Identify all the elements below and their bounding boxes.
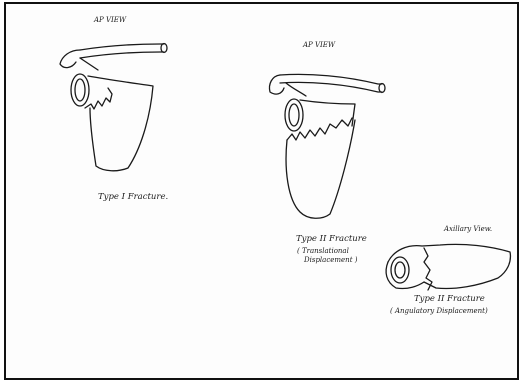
figure3-caption-line2: ( Angulatory Displacement) (390, 308, 488, 315)
figure1-scapula-drawing (60, 44, 167, 171)
figure1-caption: Type I Fracture. (98, 193, 168, 202)
figure2-scapula-drawing (269, 74, 385, 218)
figure3-scapula-drawing (386, 244, 510, 290)
figure2-caption-line2: ( Translational (297, 248, 349, 255)
figure2-caption-line1: Type II Fracture (296, 235, 367, 244)
figure2-caption-line3: Displacement ) (304, 257, 357, 264)
figure3-caption-line1: Type II Fracture (414, 295, 485, 304)
figure1-view-label: AP VIEW (94, 17, 126, 24)
figure3-view-label: Axillary View. (444, 226, 492, 233)
figure2-view-label: AP VIEW (303, 42, 335, 49)
